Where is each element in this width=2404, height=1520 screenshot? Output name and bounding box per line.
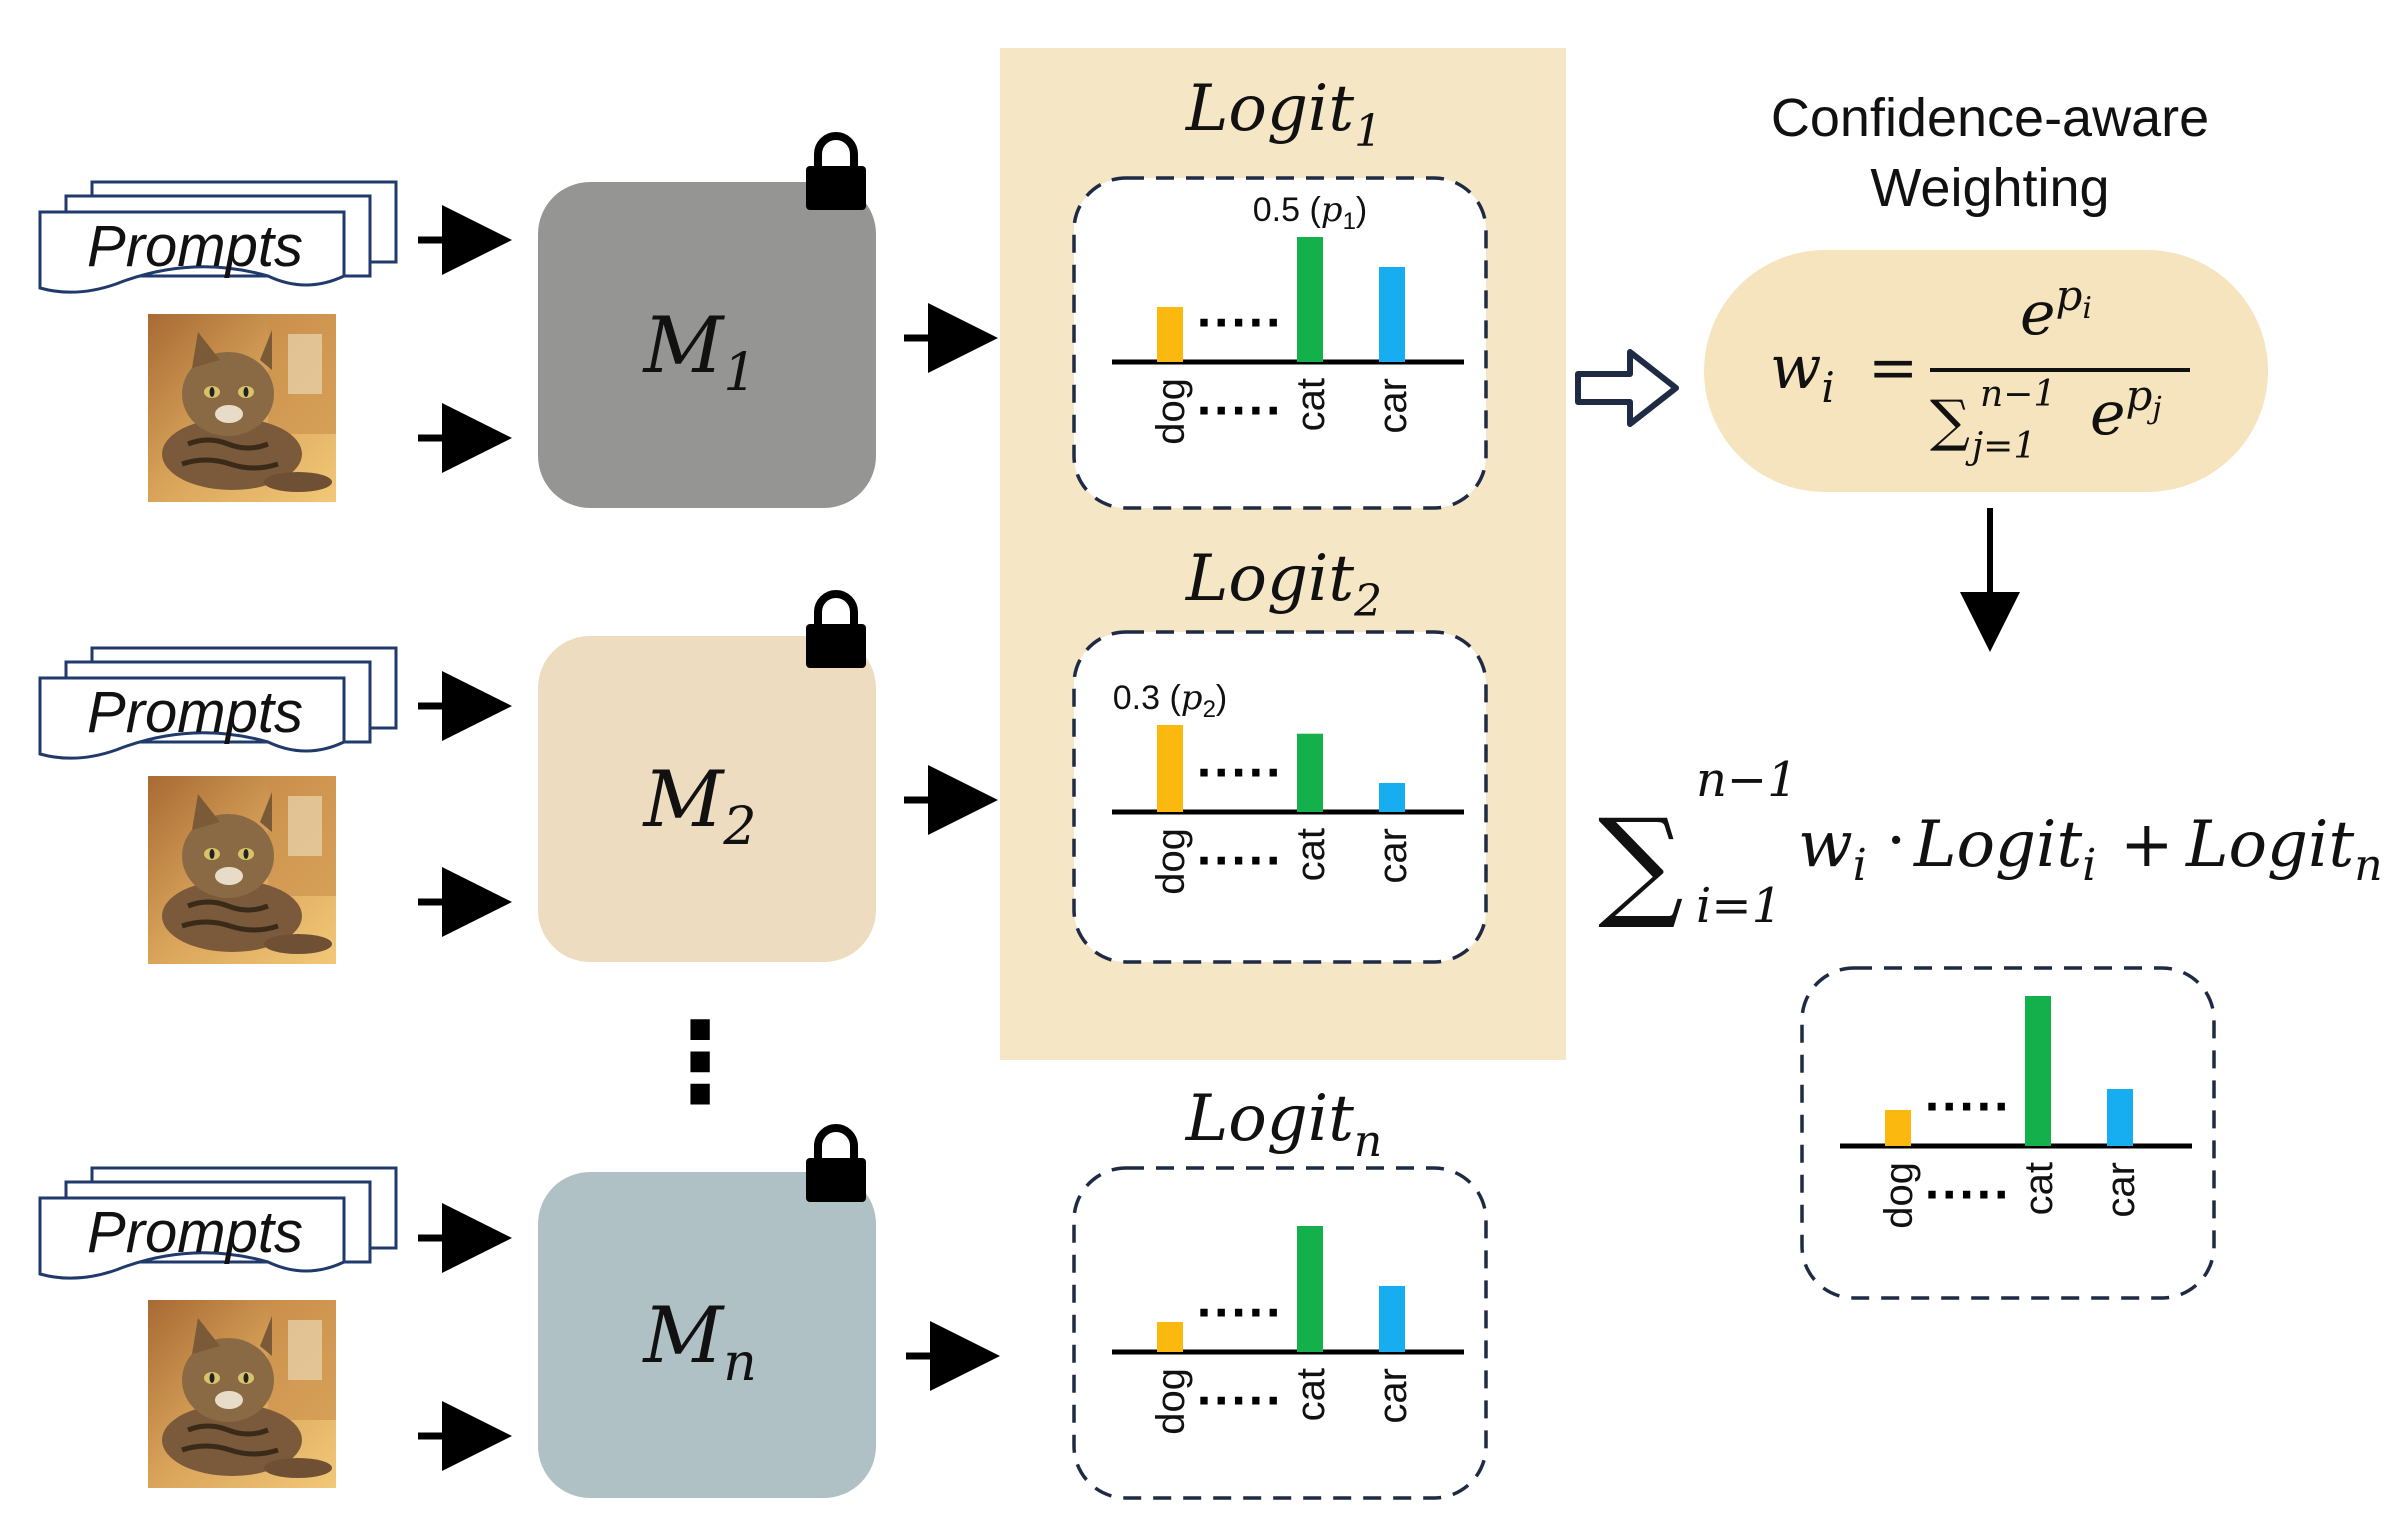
bar-dog xyxy=(1885,1110,1911,1146)
svg-text:i=1: i=1 xyxy=(1696,878,1782,934)
category-label-car: car xyxy=(1371,1368,1415,1424)
model-1-label: M1 xyxy=(642,301,757,403)
bar-dog xyxy=(1157,307,1183,362)
svg-text:epj: epj xyxy=(2090,371,2162,449)
category-label-dog: dog xyxy=(1149,378,1193,445)
prompts-stack: Prompts xyxy=(38,1166,398,1280)
confidence-annotation: 0.5 (p1) xyxy=(1253,190,1368,235)
category-label-dog: dog xyxy=(1149,828,1193,895)
bar-car xyxy=(1379,267,1405,362)
svg-text:∑: ∑ xyxy=(1930,389,1970,454)
cat-photo-icon xyxy=(148,776,336,964)
label-gap-dots: ····· xyxy=(1925,1166,2012,1224)
chart-frame xyxy=(1800,966,2216,1300)
category-label-car: car xyxy=(1371,828,1415,884)
prompts-stack: Prompts xyxy=(38,646,398,760)
model-2-label: M2 xyxy=(642,755,757,857)
bar-car xyxy=(1379,1286,1405,1352)
bar-dog xyxy=(1157,1322,1183,1352)
svg-text:n−1: n−1 xyxy=(1696,752,1798,808)
bar-cat xyxy=(2025,996,2051,1146)
model-n-label: Mn xyxy=(641,1291,756,1393)
model-n: Mn xyxy=(538,1128,876,1498)
svg-text:j=1: j=1 xyxy=(1965,426,2036,467)
cat-photo-icon xyxy=(148,1300,336,1488)
svg-text:Logiti: Logiti xyxy=(1913,808,2096,891)
bar-cat xyxy=(1297,237,1323,362)
input-row-n: Prompts xyxy=(38,1166,512,1488)
bar-gap-dots: ····· xyxy=(1197,294,1284,352)
model-2: M2 xyxy=(538,594,876,962)
category-label-cat: cat xyxy=(1289,1368,1333,1421)
bar-car xyxy=(1379,783,1405,812)
svg-text:∑: ∑ xyxy=(1598,794,1684,933)
svg-text:wi: wi xyxy=(1798,808,1867,891)
logit-n-title: Logitn xyxy=(1185,1082,1383,1167)
bar-cat xyxy=(1297,1226,1323,1352)
svg-text:epi: epi xyxy=(2020,271,2092,349)
logit-2-title: Logit2 xyxy=(1185,542,1382,627)
prompts-label: Prompts xyxy=(87,1200,303,1265)
input-row-2: Prompts xyxy=(38,646,512,964)
svg-text:n−1: n−1 xyxy=(1980,374,2056,415)
bar-gap-dots: ····· xyxy=(1925,1078,2012,1136)
category-label-cat: cat xyxy=(1289,378,1333,431)
chart-frame xyxy=(1072,176,1488,510)
aggregation-formula: ∑ n−1 i=1 wi · Logiti + Logitn xyxy=(1598,752,2383,934)
label-gap-dots: ····· xyxy=(1197,832,1284,890)
weighting-title-line1: Confidence-aware xyxy=(1771,88,2209,148)
svg-text:+: + xyxy=(2120,808,2174,882)
svg-text:=: = xyxy=(1868,333,1918,403)
confidence-annotation: 0.3 (p2) xyxy=(1113,678,1228,723)
input-row-1: Prompts xyxy=(38,180,512,502)
weighting-formula: wi = epi ∑ n−1 j=1 epj xyxy=(1770,271,2190,467)
cat-photo-icon xyxy=(148,314,336,502)
lock-icon xyxy=(806,1128,866,1202)
svg-text:·: · xyxy=(1886,804,1906,878)
label-gap-dots: ····· xyxy=(1197,382,1284,440)
bar-cat xyxy=(1297,733,1323,812)
bar-car xyxy=(2107,1089,2133,1146)
chart-frame xyxy=(1072,630,1488,964)
category-label-car: car xyxy=(2099,1162,2143,1218)
bar-gap-dots: ····· xyxy=(1197,744,1284,802)
prompts-label: Prompts xyxy=(87,214,303,279)
logit-1-title: Logit1 xyxy=(1185,72,1382,157)
lock-icon xyxy=(806,136,866,210)
model-1: M1 xyxy=(538,136,876,508)
category-label-cat: cat xyxy=(1289,828,1333,881)
prompts-stack: Prompts xyxy=(38,180,398,294)
svg-text:Logitn: Logitn xyxy=(2185,808,2383,891)
prompts-label: Prompts xyxy=(87,680,303,745)
bar-dog xyxy=(1157,725,1183,812)
svg-text:wi: wi xyxy=(1770,333,1835,412)
category-label-cat: cat xyxy=(2017,1162,2061,1215)
category-label-dog: dog xyxy=(1877,1162,1921,1229)
lock-icon xyxy=(806,594,866,668)
weighting-title-line2: Weighting xyxy=(1870,158,2109,218)
chart-frame xyxy=(1072,1166,1488,1500)
label-gap-dots: ····· xyxy=(1197,1372,1284,1430)
bar-gap-dots: ····· xyxy=(1197,1284,1284,1342)
hollow-arrow-to-weighting xyxy=(1575,349,1679,427)
category-label-dog: dog xyxy=(1149,1368,1193,1435)
category-label-car: car xyxy=(1371,378,1415,434)
models-ellipsis: ⋮ xyxy=(645,1001,755,1124)
